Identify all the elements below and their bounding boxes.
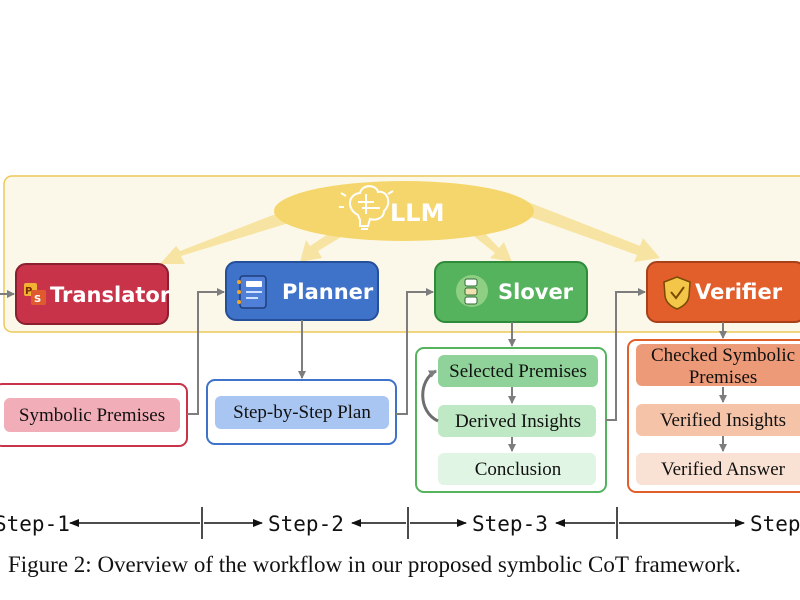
flow-connectors: [187, 288, 727, 421]
insights-to-verifier-arrow: [606, 288, 646, 421]
p-s-translate-icon: P S: [24, 283, 46, 305]
verified-answer-item: Verified Answer: [661, 459, 786, 480]
planner-module[interactable]: Planner: [225, 261, 379, 321]
step-3-label: Step-3: [472, 512, 548, 536]
step-plan-group: Step-by-Step Plan: [206, 379, 397, 445]
solver-label: Slover: [498, 280, 574, 304]
llm-to-planner-arrow: [300, 230, 346, 262]
llm-to-translator-arrow: [160, 210, 292, 264]
figure-caption: Figure 2: Overview of the workflow in ou…: [8, 552, 741, 577]
step-2-label: Step-2: [268, 512, 344, 536]
derived-insights-item: Derived Insights: [455, 411, 581, 432]
llm-ellipse: [274, 181, 534, 241]
brain-bulb-icon: [339, 185, 394, 230]
notebook-icon: [237, 275, 267, 309]
plan-to-solver-arrow: [396, 288, 434, 415]
step-plan-item: Step-by-Step Plan: [233, 402, 371, 423]
step-4-label: Step-4: [750, 512, 800, 536]
checked-premises-line1: Checked Symbolic: [651, 345, 795, 366]
selected-premises-item: Selected Premises: [449, 361, 587, 382]
llm-label: LLM: [390, 199, 444, 227]
translator-label: Translator: [50, 283, 171, 307]
verifier-module[interactable]: Verifier: [646, 261, 800, 323]
symbolic-premises-group: Symbolic Premises: [0, 383, 188, 447]
conclusion-item: Conclusion: [475, 459, 562, 480]
verifier-box: [646, 261, 800, 323]
verifier-outputs-group: Checked Symbolic Premises Verified Insig…: [627, 339, 800, 493]
step-timeline: Step-1 Step-2 Step-3 Step-4: [0, 507, 800, 539]
translator-box: [15, 263, 169, 325]
feedback-loop-arrow: [421, 369, 439, 423]
verifier-label: Verifier: [695, 280, 783, 304]
shield-check-icon: [663, 276, 691, 310]
svg-text:S: S: [34, 294, 41, 305]
puzzle-stack-icon: [456, 275, 488, 307]
step-1-label: Step-1: [0, 512, 70, 536]
solver-outputs-group: Selected Premises Derived Insights Concl…: [415, 347, 607, 493]
premises-to-planner-arrow: [187, 288, 225, 415]
llm-to-verifier-arrow: [522, 202, 660, 262]
verified-insights-item: Verified Insights: [660, 410, 786, 431]
translator-module[interactable]: P S Translator: [15, 263, 171, 325]
symbolic-premises-item: Symbolic Premises: [19, 405, 165, 426]
solver-module[interactable]: Slover: [434, 261, 588, 323]
svg-text:P: P: [25, 286, 32, 297]
checked-premises-line2: Premises: [689, 367, 758, 388]
planner-label: Planner: [282, 280, 374, 304]
